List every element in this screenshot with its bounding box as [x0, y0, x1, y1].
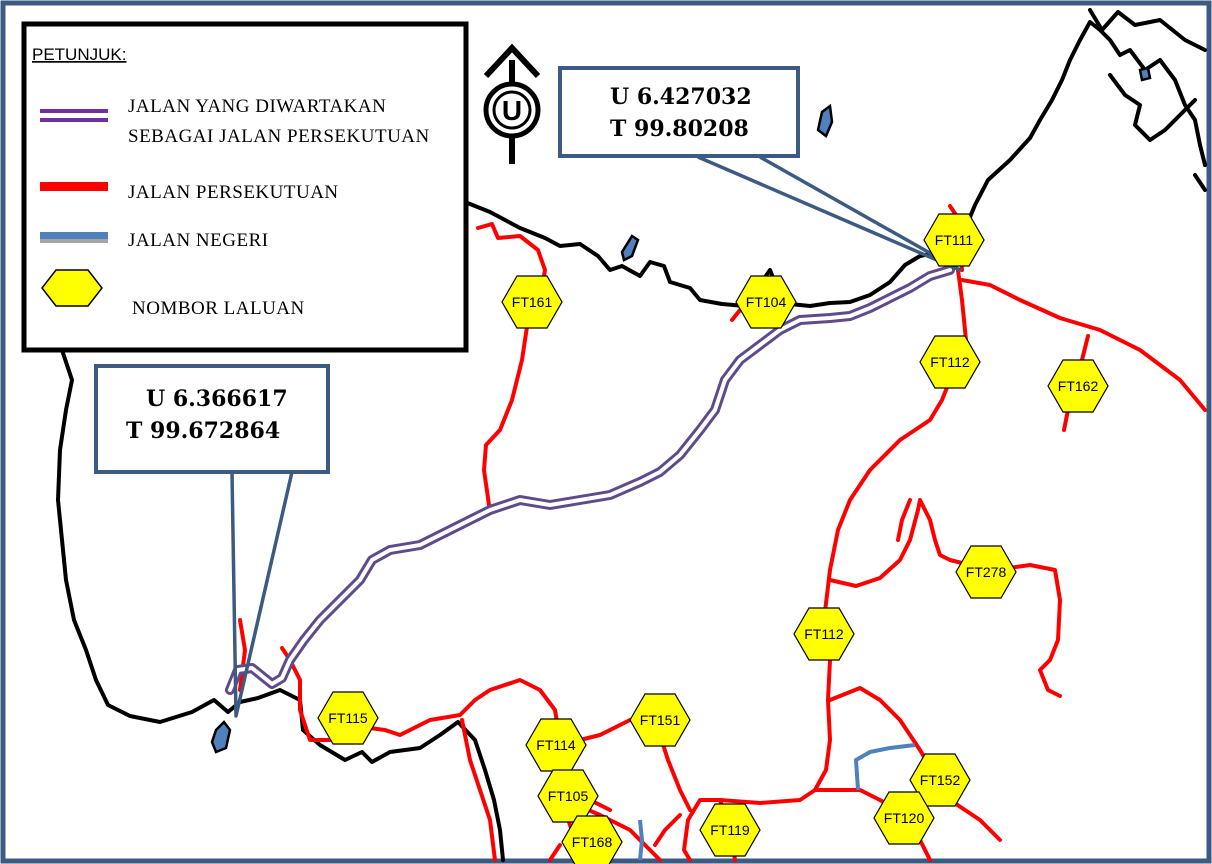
route-marker-ft168: FT168	[561, 815, 623, 864]
route-marker-hexagon	[919, 335, 981, 389]
legend-title: PETUNJUK:	[32, 45, 126, 64]
route-marker-ft162: FT162	[1047, 359, 1109, 413]
callout-east: U 6.427032 T 99.80208	[558, 66, 800, 158]
route-marker-label: FT105	[548, 788, 589, 804]
route-marker-hexagon	[923, 213, 985, 267]
callout-west-lon: T 99.672864	[126, 418, 280, 444]
legend: PETUNJUK: JALAN YANG DIWARTAKAN SEBAGAI …	[21, 21, 469, 353]
route-marker-ft111: FT111	[923, 213, 985, 267]
route-marker-hexagon	[955, 545, 1017, 599]
callout-west-lat: U 6.366617	[146, 386, 288, 412]
legend-state: JALAN NEGERI	[128, 230, 269, 251]
route-marker-ft119: FT119	[699, 803, 761, 857]
route-marker-ft115: FT115	[317, 691, 379, 745]
island	[210, 720, 232, 754]
gazetted-road	[225, 265, 955, 695]
route-marker-ft112a: FT112	[919, 335, 981, 389]
route-marker-label: FT112	[804, 626, 844, 642]
route-marker-ft105: FT105	[537, 769, 599, 823]
route-marker-label: FT162	[1058, 378, 1099, 394]
callout-east-lon: T 99.80208	[610, 116, 749, 142]
route-marker-ft151: FT151	[629, 693, 691, 747]
north-compass: U	[483, 43, 541, 164]
route-marker-label: FT114	[536, 737, 576, 753]
legend-federal: JALAN PERSEKUTUAN	[128, 182, 339, 203]
route-marker-ft114: FT114	[525, 718, 587, 772]
route-marker-label: FT104	[746, 294, 787, 310]
route-marker-hexagon	[561, 815, 623, 864]
route-marker-label: FT151	[640, 712, 681, 728]
coastline	[56, 8, 1207, 862]
legend-gazetted-line1: JALAN YANG DIWARTAKAN	[128, 96, 386, 117]
route-marker-ft278: FT278	[955, 545, 1017, 599]
route-marker-hexagon	[525, 718, 587, 772]
route-marker-ft152: FT152	[909, 753, 971, 807]
route-marker-label: FT161	[512, 294, 553, 310]
island	[620, 234, 640, 262]
route-marker-label: FT119	[710, 822, 750, 838]
route-marker-hexagon	[1047, 359, 1109, 413]
callout-west: U 6.366617 T 99.672864	[94, 364, 330, 474]
route-marker-ft112b: FT112	[793, 607, 855, 661]
route-marker-label: FT278	[966, 564, 1007, 580]
route-marker-ft120: FT120	[873, 791, 935, 845]
route-marker-hexagon	[537, 769, 599, 823]
route-marker-hexagon	[317, 691, 379, 745]
route-marker-label: FT120	[884, 810, 925, 826]
callout-east-lat: U 6.427032	[610, 84, 752, 110]
compass-letter: U	[502, 95, 522, 126]
route-marker-label: FT111	[935, 232, 974, 248]
route-marker-hexagon	[873, 791, 935, 845]
route-marker-hexagon	[793, 607, 855, 661]
route-marker-label: FT152	[920, 772, 961, 788]
route-marker-label: FT115	[328, 710, 368, 726]
route-marker-hexagon	[501, 275, 563, 329]
route-marker-hexagon	[699, 803, 761, 857]
island	[1138, 66, 1152, 82]
route-marker-ft104: FT104	[735, 275, 797, 329]
route-marker-hexagon	[735, 275, 797, 329]
state-roads	[638, 743, 916, 861]
callout-pointers	[230, 155, 962, 718]
legend-route-number: NOMBOR LALUAN	[132, 298, 305, 319]
route-marker-hexagon	[629, 693, 691, 747]
legend-gazetted-line2: SEBAGAI JALAN PERSEKUTUAN	[128, 126, 430, 147]
route-marker-ft161: FT161	[501, 275, 563, 329]
route-marker-label: FT168	[572, 834, 613, 850]
route-marker-label: FT112	[930, 354, 970, 370]
island	[816, 103, 834, 138]
